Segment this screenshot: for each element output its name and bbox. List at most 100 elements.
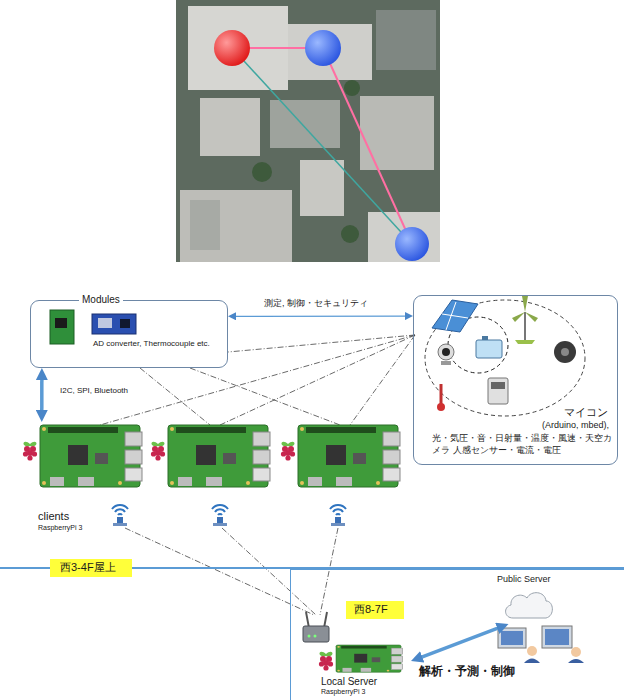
module-icons <box>50 310 136 344</box>
aerial-photo-part <box>176 0 440 262</box>
module-group: ModulesAD converter, Thermocouple etc. <box>30 300 228 368</box>
client-boards-part <box>168 425 270 487</box>
connector-arrow <box>418 627 502 659</box>
function-label: 解析・予測・制御 <box>419 665 515 679</box>
sensor-icons-part <box>442 348 450 356</box>
analyst-figures-part <box>571 647 581 657</box>
client-boards-part <box>40 425 142 487</box>
sensor-icons-part <box>476 340 502 358</box>
aerial-photo-part <box>180 190 292 262</box>
floor-label: 西8-7F <box>354 603 388 616</box>
router-icon-part <box>314 635 317 638</box>
sensor-icons-part <box>512 312 525 322</box>
board-model: RaspberryPi 3 <box>321 688 365 696</box>
client-boards <box>23 425 400 526</box>
wireless-wires-part <box>350 335 415 425</box>
local-server: Local ServerRaspberryPi 3 <box>316 644 411 700</box>
sensor-icons-part <box>515 340 535 344</box>
server-region: 解析・予測・制御 西8-7F Local ServerRaspberryPi 3 Pu… <box>290 569 624 700</box>
analyst-figures-part <box>498 628 526 648</box>
wireless-wires-part <box>100 335 415 425</box>
sensor-group: マイコン(Arduino, mbed), 光・気圧・音・日射量・温度・風速・天空カ… <box>413 295 618 465</box>
floor-tag: 西8-7F <box>346 601 404 619</box>
sensor-icons-part <box>522 296 528 312</box>
aerial-photo-part <box>288 24 372 80</box>
router-icon <box>303 612 329 642</box>
sensor-icons-part <box>446 302 456 330</box>
aerial-photo <box>176 0 440 262</box>
client-board: clientsRaspberryPi 3 <box>18 422 143 537</box>
mcu-models: (Arduino, mbed), <box>542 420 609 430</box>
public-server: Public Server <box>489 574 567 624</box>
connector-arrow <box>233 315 408 317</box>
client-boards-part <box>298 425 400 487</box>
cloud-shape <box>501 587 555 621</box>
wireless-wires <box>100 335 415 615</box>
sensor-icons-part <box>440 384 443 404</box>
module-icons-part <box>120 319 130 328</box>
module-icons-part <box>50 310 74 344</box>
aerial-photo-part <box>360 96 434 170</box>
sensor-icons-part <box>482 336 488 340</box>
sensor-icons-part <box>524 312 526 340</box>
sensor-icons-part <box>437 403 445 411</box>
client-boards-part <box>330 505 346 526</box>
sensor-icons-part <box>425 300 585 416</box>
server-board-part <box>336 645 402 672</box>
sensor-icons-part <box>525 312 538 322</box>
aerial-photo-part <box>232 48 412 244</box>
edge-label: I2C, SPI, Bluetooth <box>58 386 130 395</box>
router-icon-part <box>308 635 311 638</box>
client-boards-part <box>112 505 128 526</box>
module-icons-part <box>92 314 136 334</box>
aerial-photo-part <box>252 162 272 182</box>
sensor-icons-part <box>491 382 505 389</box>
wireless-wires-part <box>190 368 340 425</box>
analyst-figures-part <box>501 631 523 645</box>
analyst-figures-part <box>545 629 569 645</box>
module-icons-part <box>98 318 112 328</box>
server-board <box>319 645 402 672</box>
sensor-list: 光・気圧・音・日射量・温度・風速・天空カメラ 人感センサー・電流・電圧 <box>432 433 612 456</box>
server-board-part <box>319 652 333 671</box>
aerial-photo-part <box>214 30 250 66</box>
sensor-icons-part <box>438 344 454 360</box>
aerial-photo-part <box>344 80 360 96</box>
aerial-photo-part <box>270 100 340 148</box>
aerial-photo-part <box>300 160 344 216</box>
wireless-wires-part <box>320 528 338 615</box>
sensor-icons-part <box>441 361 451 365</box>
sensor-icons-part <box>554 341 576 363</box>
module-icons-part <box>55 318 67 328</box>
wireless-wires-part <box>228 335 415 352</box>
sensor-icons-part <box>488 378 508 404</box>
server-board-part-part <box>336 645 402 672</box>
floor-tag: 西3-4F屋上 <box>50 559 132 577</box>
aerial-photo-part <box>376 10 436 70</box>
connector-arrow <box>40 375 44 415</box>
board-model: RaspberryPi 3 <box>38 524 82 532</box>
wireless-wires-part <box>125 528 314 615</box>
analyst-figures-part <box>542 626 572 648</box>
client-boards-part <box>281 442 295 461</box>
sensor-icons-part <box>561 348 569 356</box>
sensor-icons <box>425 296 585 416</box>
client-boards-part <box>23 442 37 461</box>
mcu-label: マイコン <box>564 406 608 419</box>
sensor-icons-part <box>442 314 468 318</box>
aerial-photo-part <box>341 225 359 243</box>
cloud-outline <box>506 593 553 618</box>
router-icon-part <box>303 626 329 642</box>
wireless-wires-part <box>140 368 210 425</box>
aerial-photo-part <box>323 48 412 244</box>
analyst-figures-part <box>524 659 540 664</box>
analyst-figures-part <box>568 659 584 663</box>
analyst-figures-part <box>527 646 537 656</box>
aerial-photo-part <box>200 98 260 156</box>
aerial-photo-part <box>190 200 220 250</box>
aerial-photo-part <box>395 227 429 261</box>
server-label: Public Server <box>497 574 551 584</box>
client-boards-part <box>212 505 228 526</box>
sensor-icons-part <box>432 300 478 332</box>
